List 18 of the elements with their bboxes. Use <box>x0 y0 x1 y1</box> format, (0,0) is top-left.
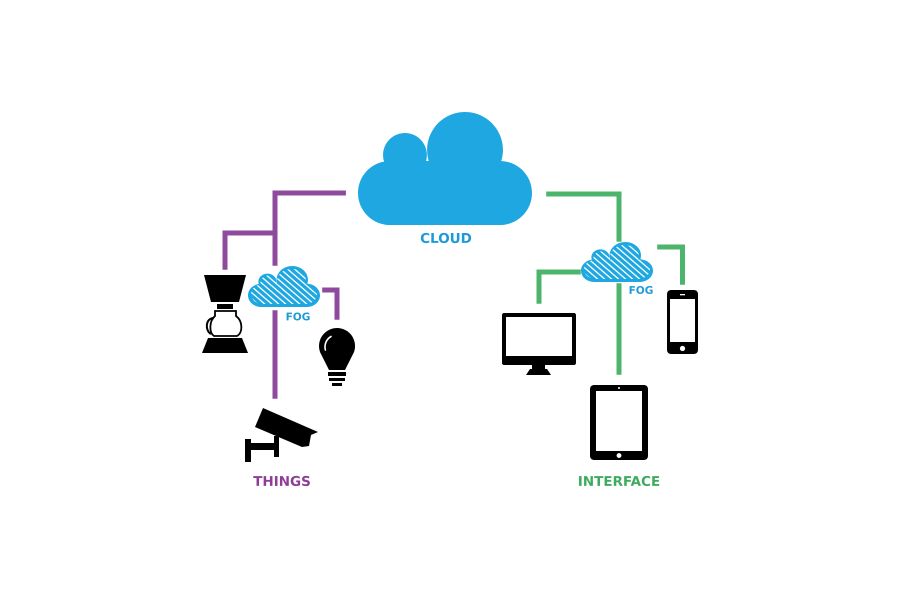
tablet-icon <box>590 385 648 460</box>
connector-line <box>657 244 685 285</box>
security-camera-icon <box>245 408 318 462</box>
group-label: THINGS <box>253 476 310 486</box>
coffee-maker-icon <box>202 275 248 353</box>
connector-line <box>272 310 278 399</box>
connector-line <box>546 192 622 242</box>
monitor-icon <box>502 313 576 375</box>
cloud-label: CLOUD <box>420 232 472 244</box>
group-label: INTERFACE <box>579 476 660 486</box>
connector-line <box>322 288 340 320</box>
connector-line <box>616 283 622 375</box>
smartphone-icon <box>667 290 698 354</box>
fog-label: FOG <box>630 286 653 294</box>
light-bulb-icon <box>319 328 356 386</box>
connector-line <box>536 270 581 304</box>
connector-line <box>222 190 346 270</box>
fog-label: FOG <box>286 312 310 320</box>
